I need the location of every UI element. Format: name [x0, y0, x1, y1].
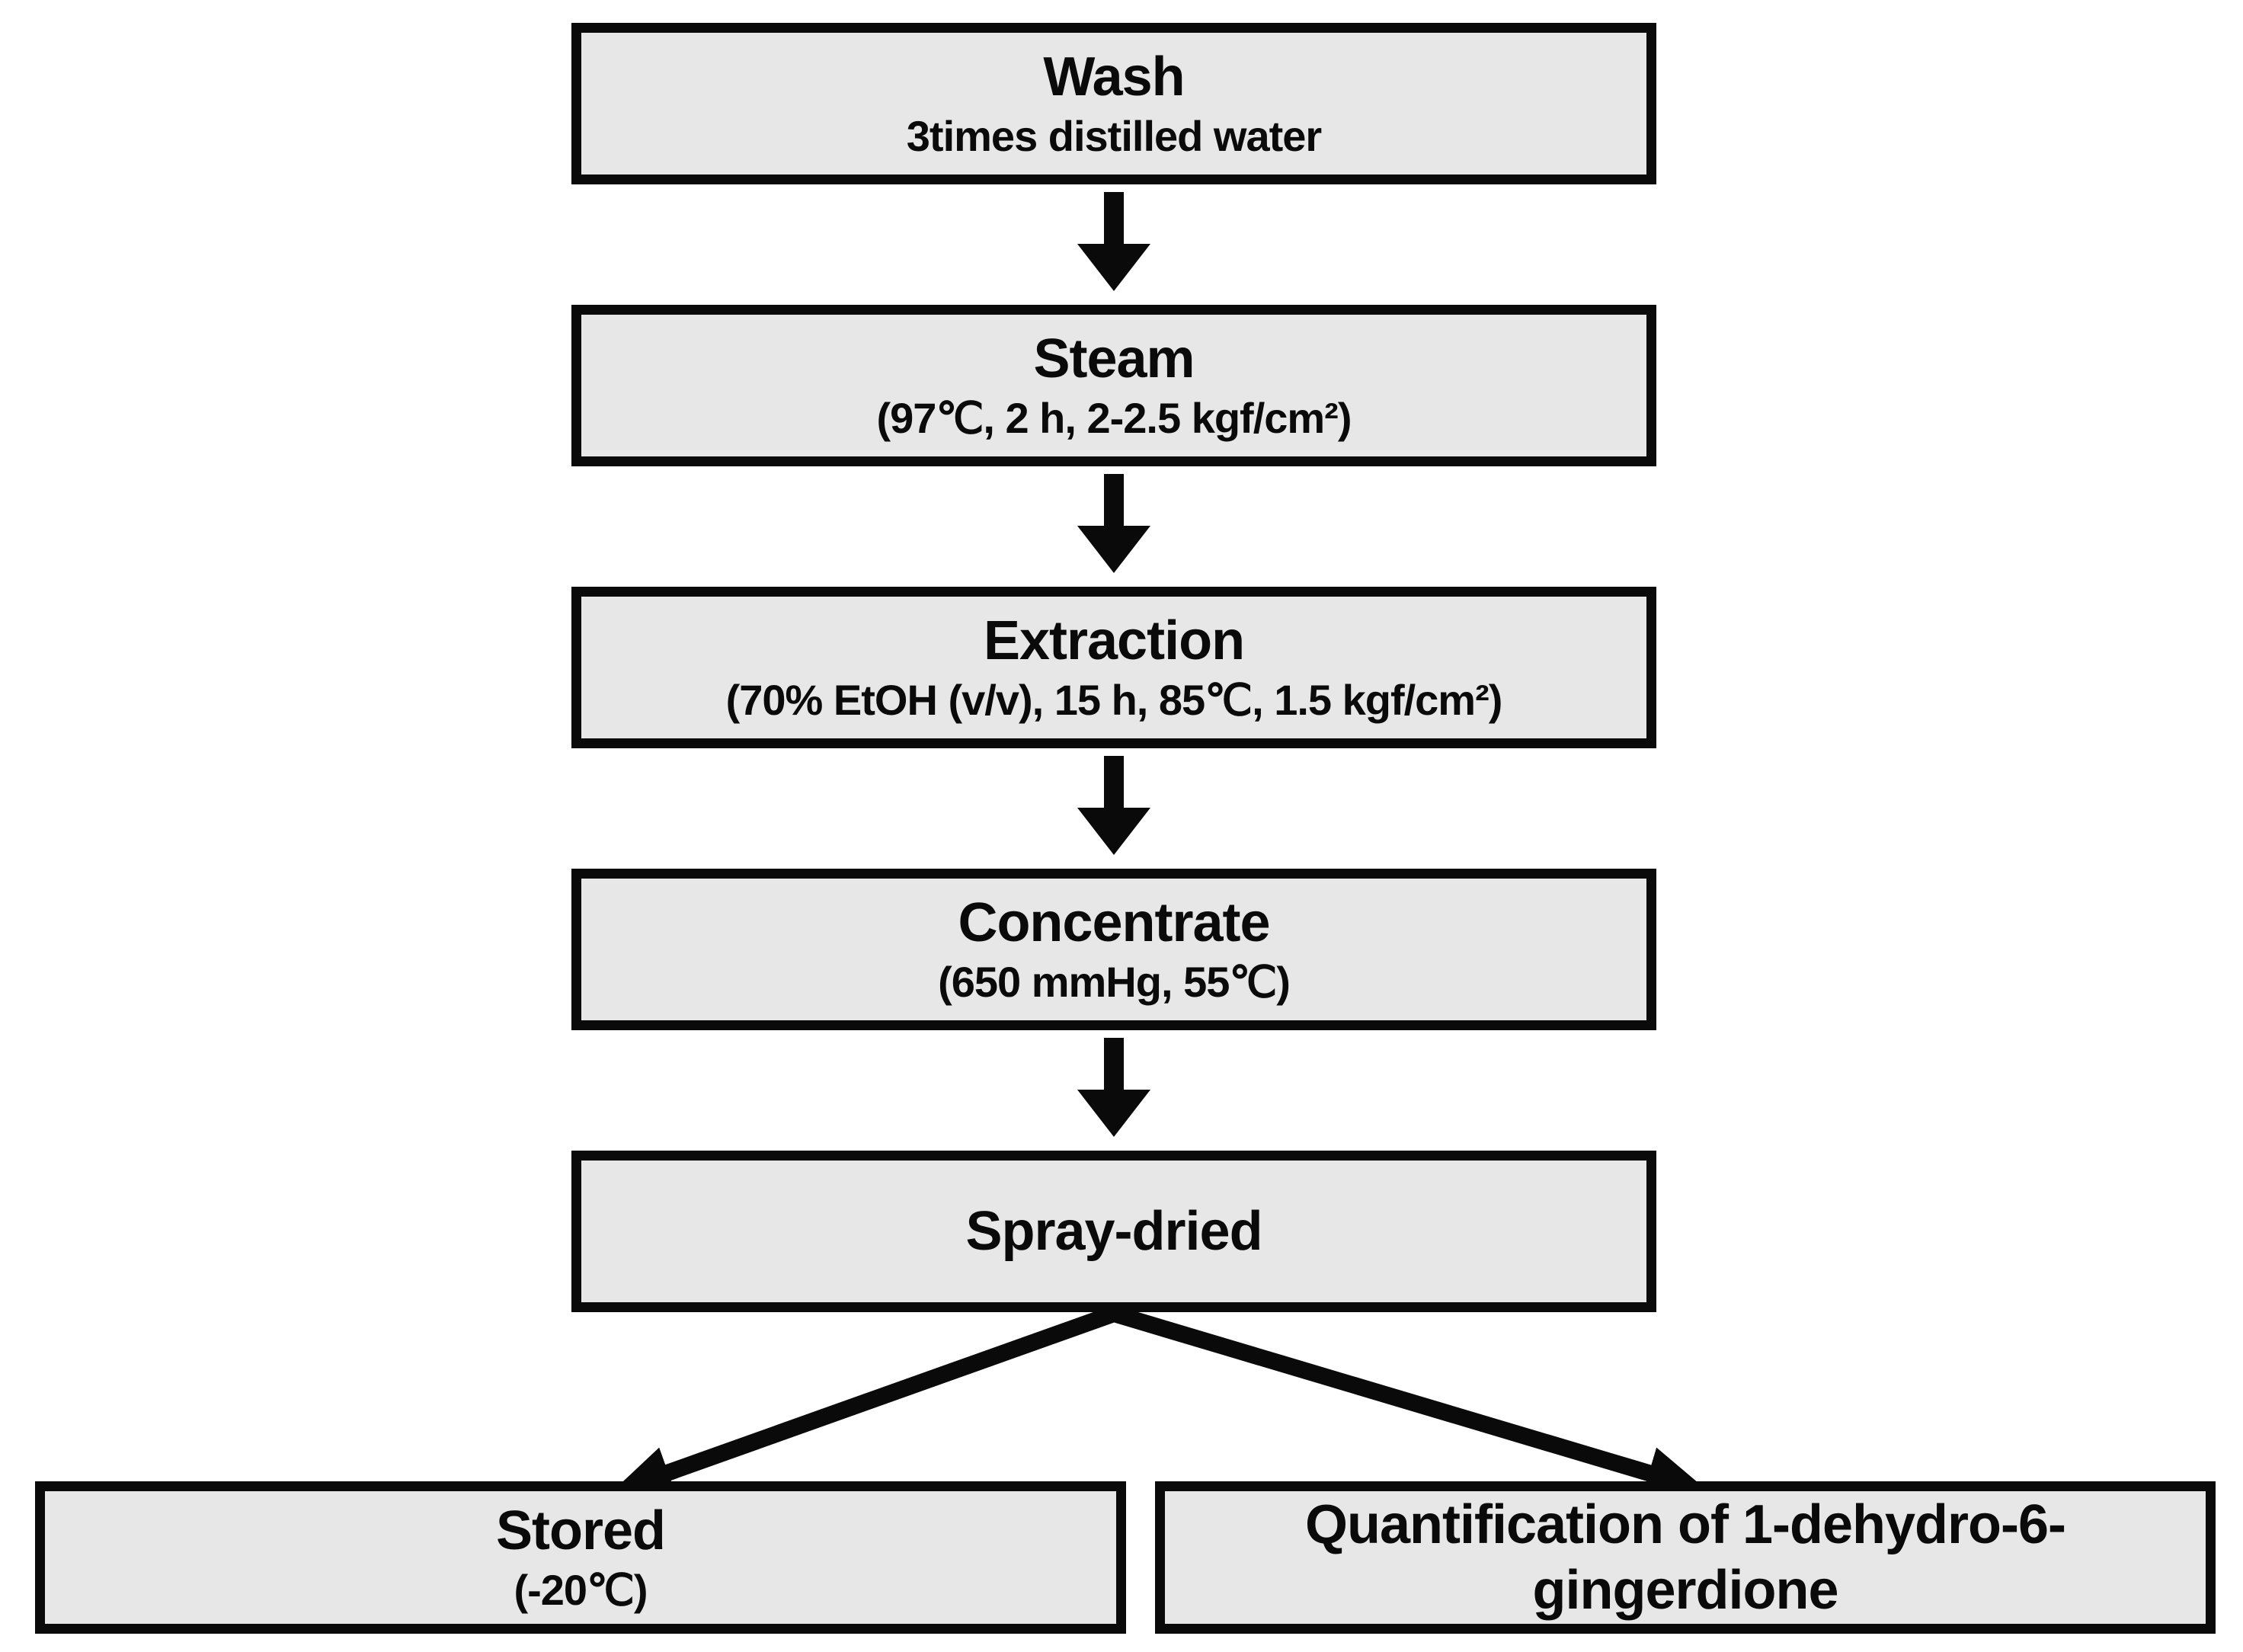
flow-box-extraction: Extraction (70% EtOH (v/v), 15 h, 85℃, 1… — [571, 587, 1656, 748]
branch-subtitle: (-20℃) — [514, 1566, 648, 1615]
step-subtitle: 3times distilled water — [906, 112, 1322, 161]
step-title: Concentrate — [958, 892, 1270, 953]
step-title: Spray-dried — [965, 1200, 1262, 1262]
down-arrow-icon — [1077, 1038, 1150, 1137]
down-arrow-icon — [1077, 474, 1150, 573]
flow-box-stored: Stored (-20℃) — [35, 1481, 1126, 1634]
branch-title: Stored — [495, 1500, 666, 1561]
down-arrow-icon — [1077, 192, 1150, 291]
flow-box-spray-dried: Spray-dried — [571, 1151, 1656, 1312]
flow-box-steam: Steam (97℃, 2 h, 2-2.5 kgf/cm²) — [571, 305, 1656, 466]
flow-box-quantification: Quantification of 1-dehydro-6-gingerdion… — [1155, 1481, 2216, 1634]
branch-title: Quantification of 1-dehydro-6-gingerdion… — [1304, 1494, 2066, 1621]
step-title: Extraction — [983, 610, 1245, 671]
flow-box-concentrate: Concentrate (650 mmHg, 55℃) — [571, 869, 1656, 1030]
step-subtitle: (70% EtOH (v/v), 15 h, 85℃, 1.5 kgf/cm²) — [725, 676, 1503, 725]
flow-box-wash: Wash 3times distilled water — [571, 23, 1656, 184]
step-title: Steam — [1033, 328, 1195, 389]
step-title: Wash — [1043, 46, 1185, 107]
step-subtitle: (97℃, 2 h, 2-2.5 kgf/cm²) — [876, 394, 1352, 443]
step-subtitle: (650 mmHg, 55℃) — [938, 958, 1291, 1007]
down-arrow-icon — [1077, 756, 1150, 855]
